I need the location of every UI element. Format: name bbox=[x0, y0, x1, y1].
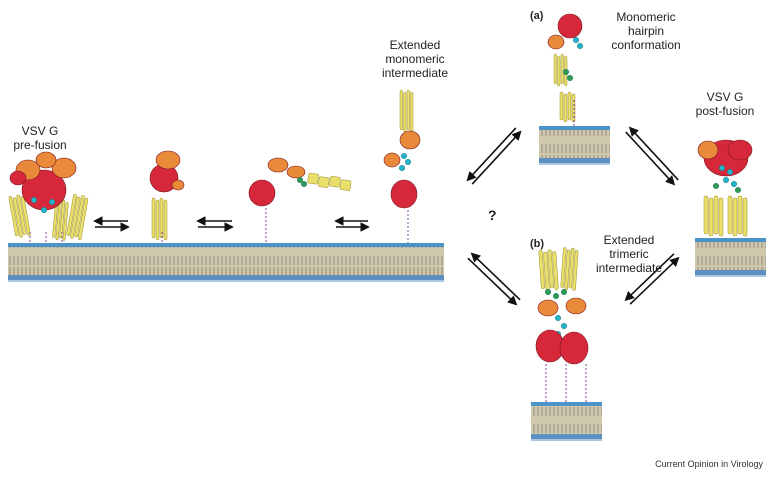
protein-prefusion-trimer bbox=[8, 151, 89, 243]
arrow-pair-to-hairpin bbox=[466, 127, 522, 185]
panel-tag-b: (b) bbox=[530, 238, 545, 250]
membrane-hairpin bbox=[539, 126, 610, 165]
membranes bbox=[8, 126, 766, 441]
question-mark: ? bbox=[488, 207, 497, 223]
label-extended-trimeric-intermediate: Extended trimeric intermediate bbox=[595, 233, 663, 275]
label-extended-monomeric-intermediate: Extended monomeric intermediate bbox=[381, 38, 449, 80]
arrow-pair-3 bbox=[334, 216, 370, 232]
arrow-pair-2 bbox=[196, 216, 234, 232]
equilibrium-arrows bbox=[93, 126, 680, 306]
label-monomeric-hairpin: Monomeric hairpin conformation bbox=[611, 10, 681, 52]
protein-extended-monomer bbox=[383, 89, 421, 243]
arrow-pair-hairpin-to-postfusion bbox=[625, 126, 679, 186]
membrane-main bbox=[8, 243, 444, 282]
label-vsvg-prefusion: VSV G pre-fusion bbox=[13, 124, 67, 152]
proteins bbox=[8, 13, 753, 402]
panel-tag-a: (a) bbox=[530, 10, 544, 22]
protein-hairpin-monomer bbox=[547, 13, 584, 126]
protein-prefusion-monomer bbox=[149, 150, 185, 243]
protein-extended-trimer bbox=[535, 247, 589, 402]
label-vsvg-postfusion: VSV G post-fusion bbox=[695, 90, 755, 118]
membrane-trimeric bbox=[531, 402, 602, 441]
protein-postfusion-trimer bbox=[697, 139, 753, 237]
credit-text: Current Opinion in Virology bbox=[655, 459, 763, 469]
membrane-postfusion bbox=[695, 238, 766, 277]
arrow-pair-to-trimeric bbox=[467, 252, 521, 306]
protein-lying-monomer bbox=[248, 157, 352, 243]
arrow-pair-trimeric-to-postfusion bbox=[624, 253, 680, 305]
arrow-pair-1 bbox=[93, 216, 130, 232]
